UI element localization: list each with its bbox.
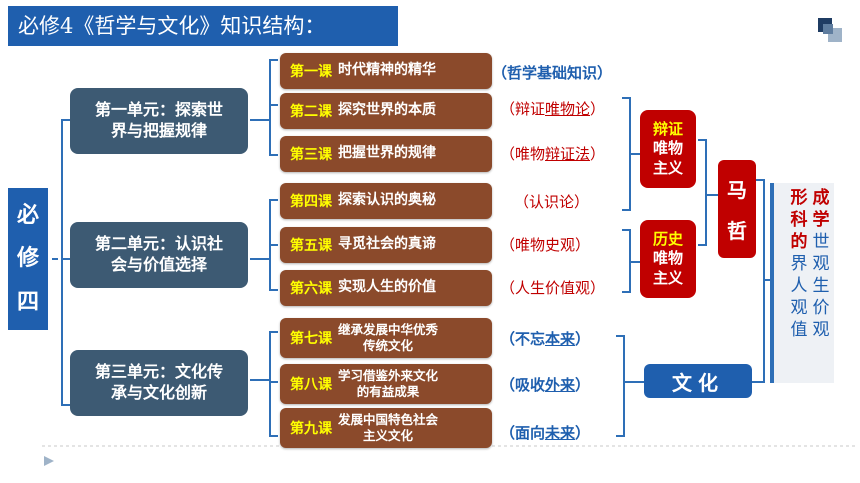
note-1: （哲学基础知识） <box>492 64 613 82</box>
note-5: （唯物史观） <box>500 236 591 254</box>
root-node: 必 修 四 <box>8 188 48 330</box>
lesson-7: 第七课继承发展中华优秀传统文化 <box>280 318 492 358</box>
note-9: （面向未来） <box>500 424 591 442</box>
unit-2-box: 第二单元：认识社会与价值选择 <box>70 222 248 288</box>
result-box: 形科的 成学 界人观值 世观生价观 <box>770 183 834 383</box>
lesson-6: 第六课实现人生的价值 <box>280 270 492 306</box>
result-red-text: 形科的 <box>790 188 808 252</box>
note-4: （认识论） <box>514 193 590 211</box>
marxist-philosophy-box: 马 哲 <box>718 160 756 258</box>
dialectical-materialism-box: 辩证 唯物 主义 <box>640 110 696 188</box>
lesson-5: 第五课寻觅社会的真谛 <box>280 227 492 263</box>
play-triangle-icon <box>44 456 54 466</box>
note-8: （吸收外来） <box>500 376 591 394</box>
lesson-1: 第一课时代精神的精华 <box>280 53 492 89</box>
lesson-4: 第四课探索认识的奥秘 <box>280 183 492 219</box>
page-title: 必修4《哲学与文化》知识结构： <box>8 6 398 46</box>
note-2: （辩证唯物论） <box>500 100 606 118</box>
unit-1-box: 第一单元：探索世界与把握规律 <box>70 88 248 154</box>
note-7: （不忘本来） <box>500 330 591 348</box>
lesson-8: 第八课学习借鉴外来文化的有益成果 <box>280 364 492 404</box>
note-3: （唯物辩证法） <box>500 145 606 163</box>
historical-materialism-box: 历史 唯物 主义 <box>640 220 696 298</box>
result-red-text-2: 成学 <box>812 188 830 230</box>
lesson-2: 第二课探究世界的本质 <box>280 93 492 129</box>
note-6: （人生价值观） <box>500 279 606 297</box>
lesson-3: 第三课把握世界的规律 <box>280 136 492 172</box>
unit-3-box: 第三单元：文化传承与文化创新 <box>70 350 248 416</box>
decor-square-icon <box>823 24 833 34</box>
result-blue-text-2: 世观生价观 <box>812 232 830 340</box>
lesson-9: 第九课发展中国特色社会主义文化 <box>280 408 492 448</box>
result-blue-text: 界人观值 <box>790 254 808 340</box>
culture-box: 文化 <box>644 364 752 398</box>
